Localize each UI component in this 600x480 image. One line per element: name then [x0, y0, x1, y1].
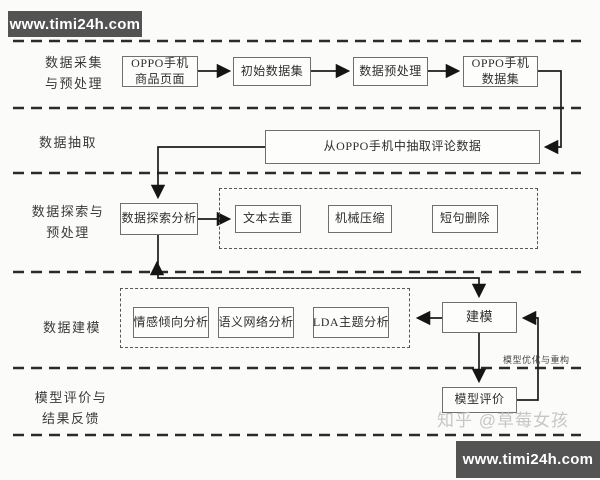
lane-label-line: 数据采集 [44, 55, 103, 70]
lane-label-line: 模型评价与 [34, 390, 108, 405]
node-data-preprocess: 数据预处理 [353, 57, 428, 86]
node-modeling: 建模 [442, 302, 517, 333]
node-text-line: 机械压缩 [334, 211, 385, 226]
lane-label-line: 预处理 [46, 224, 90, 240]
edge-label-text: 模型优化与重构 [503, 355, 570, 365]
node-text-line: OPPO手机 [131, 55, 189, 70]
node-text-line: 建模 [465, 309, 493, 325]
node-text-line: 模型评价 [454, 392, 505, 407]
node-text-line: 初始数据集 [240, 63, 304, 78]
lane-label-line: 数据建模 [42, 320, 101, 335]
node-text-line: 短句删除 [439, 211, 490, 226]
node-text-line: LDA主题分析 [312, 314, 390, 329]
watermark-banner-bottom-text: www.timi24h.com [462, 451, 594, 468]
node-text-line: 数据预处理 [359, 63, 422, 78]
lane-label-line: 结果反馈 [41, 410, 100, 426]
lane-label-line: 数据抽取 [38, 135, 97, 150]
node-text-line: 商品页面 [134, 71, 185, 86]
node-mech-compress: 机械压缩 [328, 205, 392, 233]
node-model-eval: 模型评价 [442, 387, 517, 413]
lane-label-modeling: 数据建模 [31, 318, 113, 339]
node-explore-analysis: 数据探索分析 [120, 203, 198, 235]
zhihu-watermark: 知乎 @草莓女孩 [437, 406, 569, 431]
lane-label-line: 与预处理 [44, 75, 103, 91]
edge-label-model-optimize: 模型优化与重构 [503, 353, 570, 366]
node-initial-dataset: 初始数据集 [233, 57, 311, 86]
node-text-line: 数据集 [481, 71, 520, 86]
lane-label-collection: 数据采集 与预处理 [30, 53, 118, 95]
node-extract-reviews: 从OPPO手机中抽取评论数据 [265, 130, 540, 164]
node-text-dedup: 文本去重 [235, 205, 301, 233]
lane-label-evaluation: 模型评价与 结果反馈 [26, 388, 116, 430]
watermark-banner-bottom: www.timi24h.com [456, 441, 600, 478]
node-text-line: 语义网络分析 [218, 314, 294, 329]
zhihu-watermark-text: 知乎 @草莓女孩 [437, 411, 569, 430]
node-oppo-dataset: OPPO手机 数据集 [463, 56, 538, 87]
node-text-line: 文本去重 [242, 211, 293, 226]
arrow-dataset-to-extract [538, 70, 562, 155]
node-text-line: 情感倾向分析 [133, 314, 209, 329]
watermark-banner-top-text: www.timi24h.com [9, 15, 141, 33]
node-text-line: 从OPPO手机中抽取评论数据 [323, 139, 482, 154]
node-oppo-product-page: OPPO手机 商品页面 [122, 56, 198, 87]
node-text-line: 数据探索分析 [121, 211, 197, 226]
node-sentiment-analysis: 情感倾向分析 [133, 307, 209, 338]
node-short-delete: 短句删除 [432, 205, 498, 233]
lane-label-exploration: 数据探索与 预处理 [22, 202, 114, 244]
lane-label-extraction: 数据抽取 [27, 133, 109, 154]
node-text-line: OPPO手机 [471, 55, 530, 70]
node-semantic-network: 语义网络分析 [218, 307, 294, 338]
lane-label-line: 数据探索与 [31, 204, 105, 219]
node-lda-topic: LDA主题分析 [313, 307, 389, 338]
watermark-banner-top: www.timi24h.com [8, 11, 142, 37]
